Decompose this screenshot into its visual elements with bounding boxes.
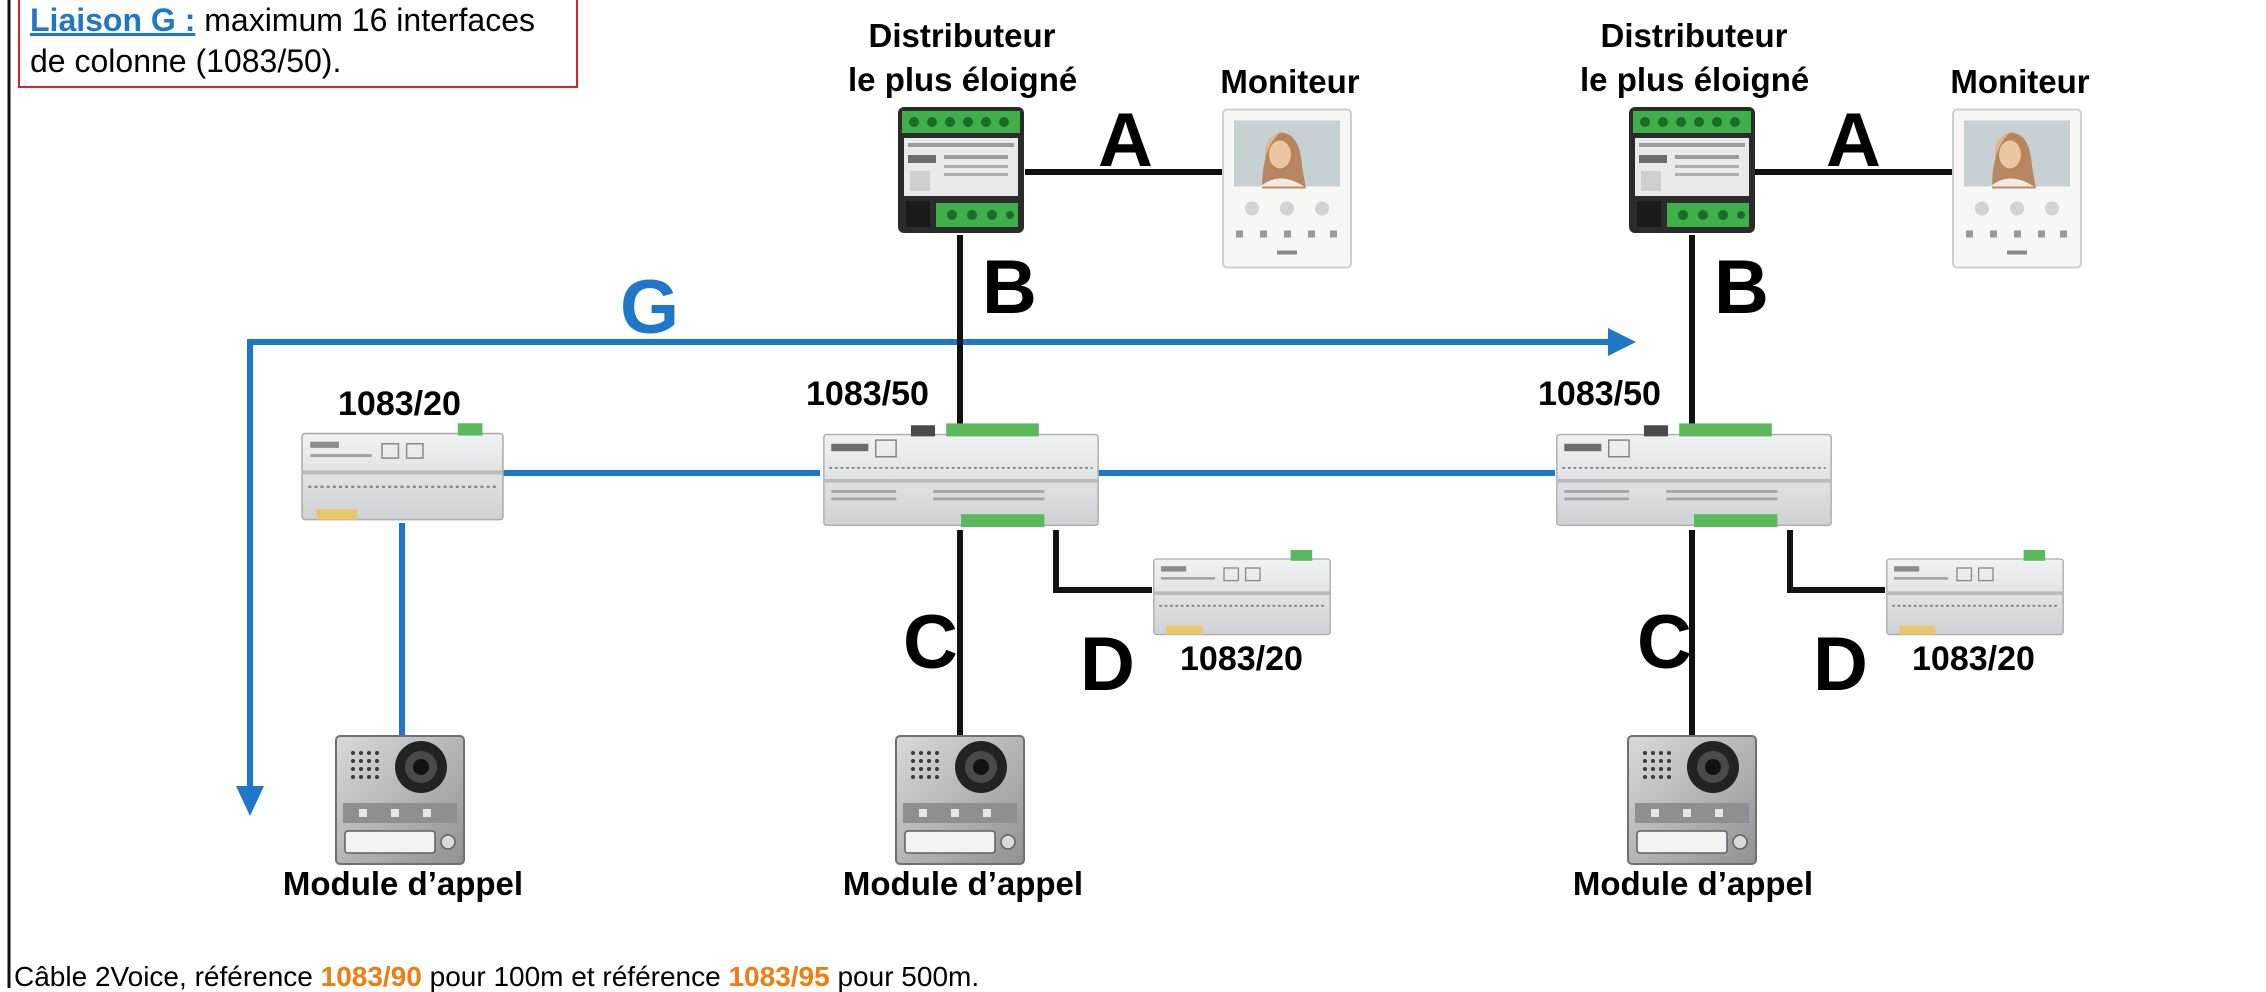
distributor-title-line1: Distributeur [868, 17, 1056, 54]
note-text-line1: maximum 16 interfaces [204, 2, 536, 38]
power-supply-icon [1885, 550, 2065, 636]
link-c-label: C [903, 600, 958, 685]
link-b-label: B [982, 245, 1037, 330]
cable-reference-footer: Câble 2Voice, référence 1083/90 pour 100… [14, 962, 979, 992]
bus-arrow-right [1608, 328, 1636, 356]
liaison-g-note: Liaison G : maximum 16 interfaces de col… [18, 0, 578, 88]
distributor-title-line2: le plus éloigné [848, 61, 1078, 98]
call-module-icon [895, 735, 1025, 865]
monitor-icon [1952, 108, 2082, 269]
call-module-label: Module d’appel [1572, 865, 1814, 902]
riser-interface-label: 1083/50 [806, 375, 929, 413]
power-supply-icon [1152, 550, 1332, 636]
link-g-label: G [620, 265, 680, 350]
link-a-label: A [1826, 98, 1881, 183]
distributor-icon [898, 107, 1024, 233]
distributor-title-line2: le plus éloigné [1580, 61, 1810, 98]
footer-text: pour 500m. [829, 961, 980, 992]
link-a-label: A [1098, 98, 1153, 183]
monitor-title: Moniteur [1950, 63, 2090, 100]
footer-text: pour 100m et référence [421, 961, 729, 992]
power-supply-label: 1083/20 [1180, 640, 1303, 678]
cable-ref-100m: 1083/90 [320, 961, 422, 992]
distributor-icon [1629, 107, 1755, 233]
call-module-label: Module d’appel [842, 865, 1084, 902]
riser-interface-label: 1083/50 [1538, 375, 1661, 413]
call-module-icon [335, 735, 465, 865]
riser-interface-icon [822, 422, 1100, 529]
black-cables [957, 169, 1952, 735]
link-d-label: D [1813, 622, 1868, 707]
monitor-icon [1222, 108, 1352, 269]
monitor-title: Moniteur [1220, 63, 1360, 100]
distributor-title: Distributeur le plus éloigné [1580, 14, 1810, 102]
liaison-g-bus [247, 339, 1610, 790]
link-d-label: D [1080, 622, 1135, 707]
bus-arrow-down [236, 786, 264, 816]
link-c-label: C [1637, 600, 1692, 685]
note-text-line2: de colonne (1083/50). [30, 43, 342, 79]
riser-interface-icon [1555, 422, 1833, 529]
call-module-label: Module d’appel [282, 865, 524, 902]
power-supply-label: 1083/20 [1912, 640, 2035, 678]
power-supply-icon [300, 422, 505, 521]
link-b-label: B [1714, 245, 1769, 330]
distributor-title: Distributeur le plus éloigné [848, 14, 1078, 102]
distributor-title-line1: Distributeur [1600, 17, 1788, 54]
power-supply-label: 1083/20 [338, 385, 461, 423]
cable-ref-500m: 1083/95 [728, 961, 830, 992]
note-key: Liaison G : [30, 2, 196, 38]
call-module-icon [1627, 735, 1757, 865]
footer-text: Câble 2Voice, référence [14, 961, 321, 992]
